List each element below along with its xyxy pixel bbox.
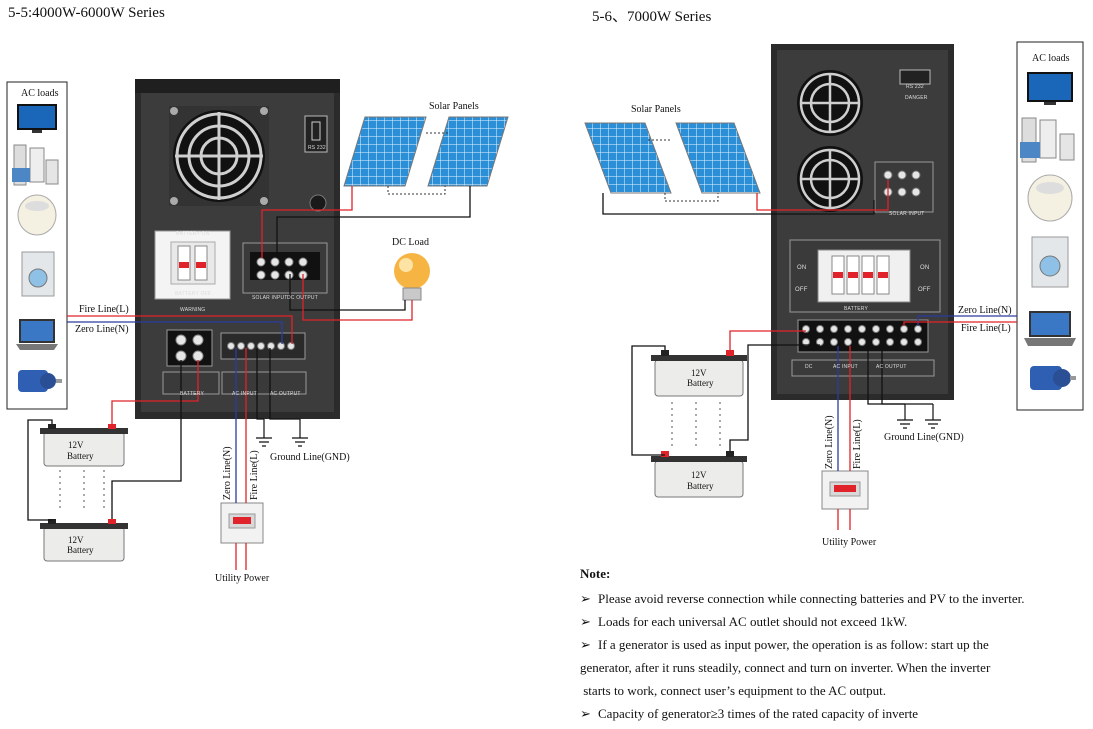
right-on-left-label: ON <box>797 265 807 271</box>
note-bullet: ➢ <box>580 614 591 629</box>
right-ac-input-label: AC INPUT <box>833 364 858 370</box>
left-solar-panels-label: Solar Panels <box>429 101 479 112</box>
right-battery-top-name: Battery <box>687 378 714 388</box>
right-solar-panel-1 <box>584 122 672 194</box>
left-diagram-title: 5-5:4000W-6000W Series <box>8 5 165 21</box>
left-washing-machine-icon <box>21 251 55 297</box>
left-cooling-fan-icon <box>169 106 269 206</box>
left-solar-panel-2 <box>427 116 509 187</box>
note-item-4-text: Capacity of generator≥3 times of the rat… <box>598 706 919 721</box>
left-battery-label: BATTERY <box>180 391 204 397</box>
right-motor-icon <box>1030 366 1076 390</box>
right-dc-label: DC <box>805 364 813 370</box>
note-item-4: ➢ Capacity of generator≥3 times of the ra… <box>580 706 918 722</box>
right-danger-label: DANGER <box>905 95 928 101</box>
right-rice-cooker-icon <box>1027 174 1073 222</box>
note-item-1-text: Please avoid reverse connection while co… <box>598 591 1025 606</box>
left-warning-label: WARNING <box>180 307 206 313</box>
left-battery-off-label: BATTERY OFF <box>175 291 212 297</box>
right-on-right-label: ON <box>920 265 930 271</box>
note-item-1: ➢ Please avoid reverse connection while c… <box>580 591 1024 607</box>
left-tv-icon <box>17 104 57 133</box>
left-utility-power-box <box>220 502 264 544</box>
left-utility-power-label: Utility Power <box>215 573 270 584</box>
right-tv-icon <box>1027 72 1073 105</box>
note-item-2-text: Loads for each universal AC outlet shoul… <box>598 614 908 629</box>
right-battery-bottom-voltage: 12V <box>691 470 707 480</box>
right-rs232-label: RS 232 <box>906 84 924 90</box>
left-battery-bottom-name: Battery <box>67 545 94 555</box>
right-cooling-fan-1-icon <box>797 70 863 136</box>
left-dc-output-label: DC OUTPUT <box>287 295 318 301</box>
left-rs232-label: RS 232 <box>308 145 326 151</box>
left-battery-top <box>40 424 128 467</box>
note-item-3-continuation-1: generator, after it runs steadily, conne… <box>580 660 991 675</box>
right-inverter <box>771 44 954 400</box>
note-item-3-continuation-2: starts to work, connect user’s equipment… <box>580 683 886 698</box>
left-vertical-zero-line-label: Zero Line(N) <box>222 446 233 500</box>
right-ac-loads-label: AC loads <box>1032 53 1070 64</box>
right-laptop-icon <box>1024 311 1076 346</box>
note-item-2: ➢ Loads for each universal AC outlet shou… <box>580 614 907 630</box>
right-vertical-fire-line-label: Fire Line(L) <box>852 419 863 469</box>
left-ac-output-label: AC OUTPUT <box>270 391 301 397</box>
left-zero-line-label: Zero Line(N) <box>75 324 129 335</box>
left-ground-line-label: Ground Line(GND) <box>270 452 350 463</box>
right-battery-bottom-name: Battery <box>687 481 714 491</box>
right-battery-top-voltage: 12V <box>691 368 707 378</box>
right-aircon-fridge-icon <box>1020 117 1075 163</box>
right-off-right-label: OFF <box>918 287 931 293</box>
right-battery-top <box>651 350 747 397</box>
right-battery-label: BATTERY <box>844 306 868 312</box>
left-rice-cooker-icon <box>17 194 57 236</box>
left-motor-icon <box>18 370 62 392</box>
right-utility-power-label: Utility Power <box>822 537 877 548</box>
dc-load-bulb-icon <box>394 253 430 301</box>
left-inverter <box>135 79 340 419</box>
notes-title: Note: <box>580 566 611 581</box>
right-cooling-fan-2-icon <box>797 146 863 212</box>
right-diagram-title: 5-6、7000W Series <box>592 9 712 25</box>
right-fire-line-label: Fire Line(L) <box>961 323 1011 334</box>
left-battery-top-voltage: 12V <box>68 440 84 450</box>
right-ground-symbols <box>897 404 941 429</box>
dc-load-label: DC Load <box>392 237 429 248</box>
right-washing-machine-icon <box>1031 236 1069 288</box>
left-vertical-fire-line-label: Fire Line(L) <box>249 450 260 500</box>
right-solar-input-label: SOLAR INPUT <box>889 211 925 217</box>
right-solar-panels-label: Solar Panels <box>631 104 681 115</box>
note-bullet: ➢ <box>580 706 591 721</box>
left-fire-line-label: Fire Line(L) <box>79 304 129 315</box>
left-ac-loads-label: AC loads <box>21 88 59 99</box>
note-item-3: ➢ If a generator is used as input power, … <box>580 637 989 653</box>
left-ac-input-label: AC INPUT <box>232 391 257 397</box>
left-solar-panel-1 <box>343 116 427 187</box>
note-bullet: ➢ <box>580 591 591 606</box>
left-ground-symbols <box>256 419 308 447</box>
right-utility-power-box <box>821 470 869 510</box>
right-solar-panel-2 <box>675 122 761 194</box>
left-laptop-icon <box>16 319 58 350</box>
left-aircon-fridge-icon <box>12 144 59 186</box>
note-bullet: ➢ <box>580 637 591 652</box>
right-zero-line-label: Zero Line(N) <box>958 305 1012 316</box>
left-ac-loads-box <box>6 81 68 410</box>
left-battery-bottom <box>40 519 128 562</box>
left-battery-bottom-voltage: 12V <box>68 535 84 545</box>
note-item-3-text: If a generator is used as input power, t… <box>598 637 989 652</box>
right-ground-line-label: Ground Line(GND) <box>884 432 964 443</box>
right-off-left-label: OFF <box>795 287 808 293</box>
left-solar-input-label: SOLAR INPUT <box>252 295 288 301</box>
left-battery-on-label: BATTERY ON <box>176 231 210 237</box>
right-ac-output-label: AC OUTPUT <box>876 364 907 370</box>
left-battery-top-name: Battery <box>67 451 94 461</box>
right-battery-bottom <box>651 451 747 498</box>
right-vertical-zero-line-label: Zero Line(N) <box>824 415 835 469</box>
